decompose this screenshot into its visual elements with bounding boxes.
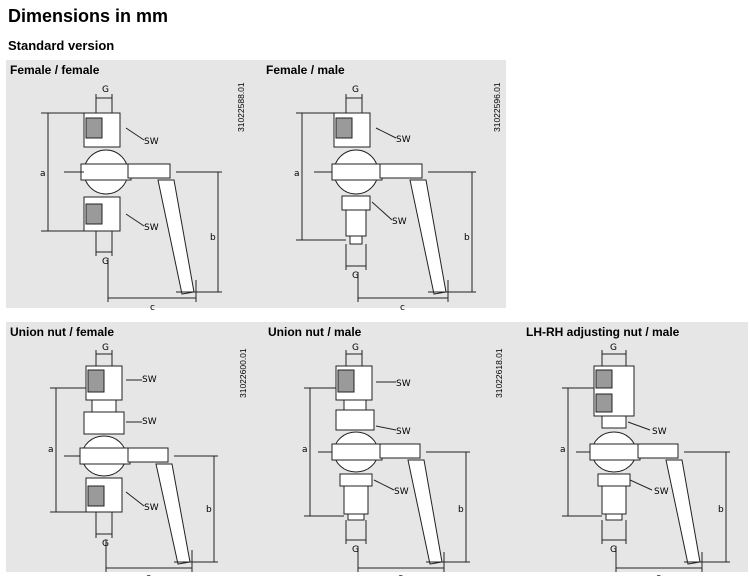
panel-union-nut: Union nut / female 31022600.01 Union nut… — [6, 322, 748, 576]
dim-sw: SW — [142, 375, 157, 385]
valve-drawing-female-male: G G SW SW a b c — [294, 85, 476, 313]
dim-c: c — [400, 303, 405, 313]
panel-title: Union nut / male — [268, 325, 362, 339]
page-title: Dimensions in mm — [8, 6, 169, 26]
drawing-reference: 31022618.01 — [494, 348, 504, 398]
valve-drawing-female-female: G G SW SW a b c — [40, 85, 222, 313]
panel-title: Union nut / female — [10, 325, 115, 339]
valve-drawing-union-nut-male: G G SW SW SW a b c — [302, 343, 470, 576]
dim-b: b — [206, 505, 212, 515]
dim-sw: SW — [144, 137, 159, 147]
dim-c: c — [656, 573, 661, 576]
valve-drawing-union-nut-female: G G SW SW SW a b c — [48, 343, 218, 576]
dim-sw: SW — [396, 135, 411, 145]
dim-g: G — [610, 343, 617, 353]
drawing-reference: 31022596.01 — [492, 82, 502, 132]
dim-b: b — [458, 505, 464, 515]
dim-sw: SW — [394, 487, 409, 497]
dim-c: c — [398, 573, 403, 576]
dim-g: G — [102, 343, 109, 353]
dim-sw: SW — [652, 427, 667, 437]
dim-a: a — [302, 445, 308, 455]
dim-g: G — [102, 85, 109, 95]
dim-g: G — [352, 85, 359, 95]
dim-g: G — [352, 271, 359, 281]
section-title: Standard version — [8, 38, 115, 53]
dim-sw: SW — [396, 379, 411, 389]
dim-sw: SW — [142, 417, 157, 427]
dim-a: a — [48, 445, 54, 455]
dim-b: b — [464, 233, 470, 243]
drawing-reference: 31022588.01 — [236, 82, 246, 132]
panel-title: LH-RH adjusting nut / male — [526, 325, 680, 339]
dim-a: a — [560, 445, 566, 455]
dim-a: a — [294, 169, 300, 179]
dim-c: c — [146, 573, 151, 576]
dim-sw: SW — [392, 217, 407, 227]
dim-b: b — [210, 233, 216, 243]
dim-b: b — [718, 505, 724, 515]
dim-g: G — [102, 539, 109, 549]
dim-g: G — [102, 257, 109, 267]
panel-title: Female / male — [266, 63, 345, 77]
panel-female-female: Female / female 31022588.01 31022596.01 — [6, 60, 506, 313]
valve-drawing-lh-rh-adjusting-nut-male: G G SW SW a b c — [560, 343, 730, 576]
dim-sw: SW — [144, 503, 159, 513]
dim-sw: SW — [396, 427, 411, 437]
drawing-reference: 31022600.01 — [238, 348, 248, 398]
dim-a: a — [40, 169, 46, 179]
dim-g: G — [610, 545, 617, 555]
dim-g: G — [352, 545, 359, 555]
dim-sw: SW — [654, 487, 669, 497]
dim-c: c — [150, 303, 155, 313]
dim-g: G — [352, 343, 359, 353]
dim-sw: SW — [144, 223, 159, 233]
panel-title: Female / female — [10, 63, 100, 77]
